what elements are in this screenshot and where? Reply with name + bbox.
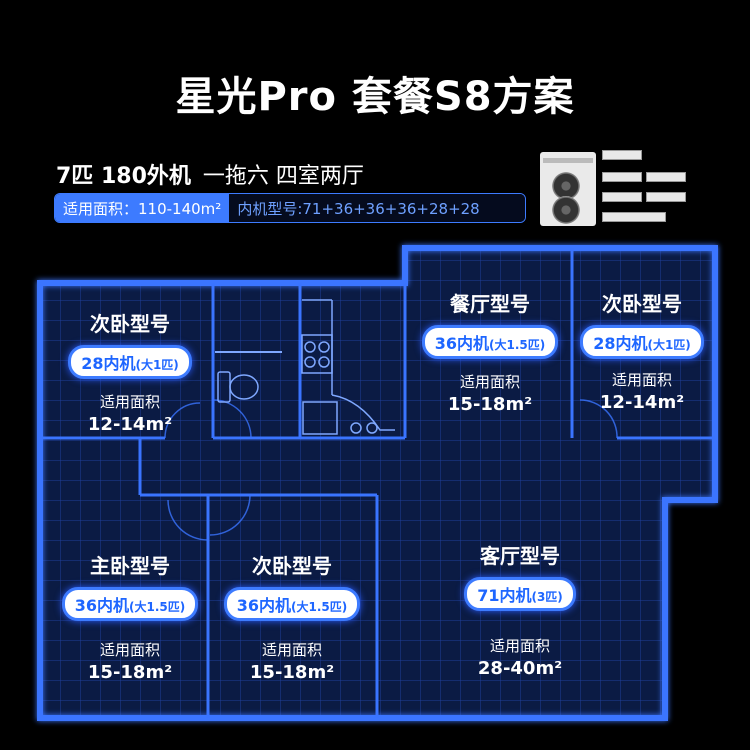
indoor-unit-icon xyxy=(602,172,642,182)
unit-note: (3匹) xyxy=(531,590,563,604)
room-living: 客厅型号 71内机(3匹) 适用面积 28-40m² xyxy=(440,540,600,679)
page-title: 星光Pro 套餐S8方案 xyxy=(175,74,575,120)
spec-models: 内机型号:71+36+36+36+28+28 xyxy=(229,194,525,222)
room-name: 主卧型号 xyxy=(90,554,170,578)
unit-badge: 36内机(大1.5匹) xyxy=(61,587,199,621)
room-name: 客厅型号 xyxy=(480,544,560,568)
indoor-unit-icon xyxy=(646,192,686,202)
room-bedroom-nw: 次卧型号 28内机(大1匹) 适用面积 12-14m² xyxy=(60,308,200,435)
toilet-icon xyxy=(217,371,259,403)
area-value: 12-14m² xyxy=(599,392,685,413)
unit-note: (大1匹) xyxy=(135,358,179,372)
area-value: 15-18m² xyxy=(87,662,173,683)
area-value: 15-18m² xyxy=(447,394,533,415)
unit-model: 28内机 xyxy=(81,354,136,373)
area-value: 12-14m² xyxy=(87,414,173,435)
room-name: 次卧型号 xyxy=(602,292,682,316)
area-value: 28-40m² xyxy=(477,658,563,679)
room-master-bedroom: 主卧型号 36内机(大1.5匹) 适用面积 15-18m² xyxy=(55,550,205,683)
unit-note: (大1.5匹) xyxy=(129,600,186,614)
interior-walls xyxy=(40,248,715,718)
area-label: 适用面积 xyxy=(261,641,322,659)
room-name: 次卧型号 xyxy=(90,312,170,336)
room-name: 次卧型号 xyxy=(252,554,332,578)
unit-badge: 36内机(大1.5匹) xyxy=(223,587,361,621)
door-arcs xyxy=(164,399,618,541)
spec-bar: 适用面积：110-140m² 内机型号:71+36+36+36+28+28 xyxy=(54,193,526,223)
unit-badge: 28内机(大1匹) xyxy=(580,325,704,359)
room-bedroom-sw: 次卧型号 36内机(大1.5匹) 适用面积 15-18m² xyxy=(217,550,367,683)
spec-area: 适用面积：110-140m² xyxy=(55,194,230,222)
room-dining: 餐厅型号 36内机(大1.5匹) 适用面积 15-18m² xyxy=(415,288,565,415)
unit-model: 36内机 xyxy=(236,596,292,615)
unit-note: (大1匹) xyxy=(647,338,691,352)
area-value: 15-18m² xyxy=(249,662,335,683)
outdoor-unit-icon xyxy=(540,152,596,226)
area-label: 适用面积 xyxy=(99,641,160,659)
kitchen-counter xyxy=(302,299,395,435)
indoor-unit-icon xyxy=(602,150,642,160)
unit-badge: 36内机(大1.5匹) xyxy=(421,325,559,359)
indoor-unit-icon xyxy=(602,192,642,202)
area-label: 适用面积 xyxy=(611,371,672,389)
unit-model: 36内机 xyxy=(434,334,490,353)
area-label: 适用面积 xyxy=(489,637,550,655)
unit-note: (大1.5匹) xyxy=(291,600,348,614)
unit-model: 36内机 xyxy=(74,596,130,615)
room-name: 餐厅型号 xyxy=(450,292,530,316)
unit-model: 71内机 xyxy=(477,586,532,605)
spec-headline: 7匹 180外机一拖六 四室两厅 xyxy=(56,158,364,190)
unit-badge: 28内机(大1匹) xyxy=(68,345,192,379)
ac-units-illustration xyxy=(540,148,700,232)
indoor-unit-icon xyxy=(602,212,666,222)
unit-model: 28内机 xyxy=(593,334,648,353)
unit-note: (大1.5匹) xyxy=(489,338,546,352)
spec-capacity: 7匹 180外机 xyxy=(56,164,191,189)
indoor-unit-icon xyxy=(646,172,686,182)
area-label: 适用面积 xyxy=(99,393,160,411)
unit-badge: 71内机(3匹) xyxy=(464,577,576,611)
area-label: 适用面积 xyxy=(459,373,520,391)
outer-wall xyxy=(37,245,718,721)
room-bedroom-ne: 次卧型号 28内机(大1匹) 适用面积 12-14m² xyxy=(572,288,712,413)
spec-detail: 一拖六 四室两厅 xyxy=(202,164,364,189)
